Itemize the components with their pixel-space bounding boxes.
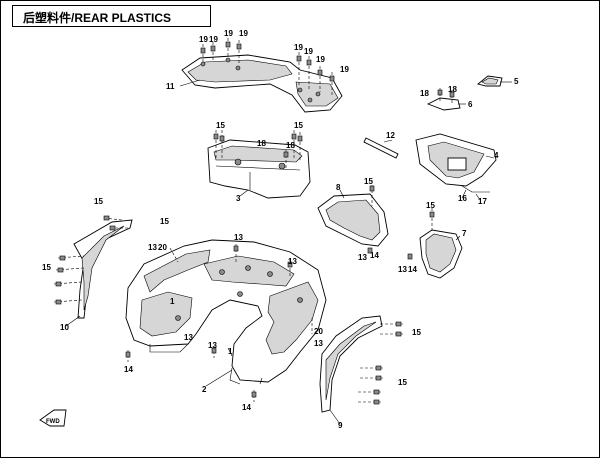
callout-19: 19: [304, 47, 313, 56]
callout-15: 15: [412, 328, 421, 337]
callout-15: 15: [364, 177, 373, 186]
callout-14: 14: [124, 365, 133, 374]
callout-19: 19: [199, 35, 208, 44]
callout-13: 13: [358, 253, 367, 262]
callout-9: 9: [338, 421, 343, 430]
callout-13: 13: [148, 243, 157, 252]
callout-20: 20: [314, 327, 323, 336]
callout-19: 19: [294, 43, 303, 52]
callout-13: 13: [314, 339, 323, 348]
callout-13: 13: [184, 333, 193, 342]
callout-16: 16: [458, 194, 467, 203]
page-title: 后塑料件/REAR PLASTICS: [23, 11, 172, 25]
callout-13: 13: [234, 233, 243, 242]
fasteners-15-left: [53, 215, 128, 305]
part-9-mudguard-strip-right: [319, 315, 383, 413]
callout-6: 6: [468, 100, 473, 109]
callout-18: 18: [257, 139, 266, 148]
callout-2: 2: [202, 385, 207, 394]
part-6-clip-bracket: [426, 88, 461, 111]
fasteners-19: [200, 38, 335, 96]
leader-lines: [65, 79, 512, 425]
callout-20: 20: [158, 243, 167, 252]
callout-19: 19: [316, 55, 325, 64]
callout-3: 3: [236, 194, 241, 203]
callout-13: 13: [398, 265, 407, 274]
part-7-side-cover-right: [419, 208, 463, 279]
fasteners-15-right: [358, 321, 404, 405]
part-12-rod: [363, 137, 399, 159]
callout-17: 17: [478, 197, 487, 206]
callout-15: 15: [294, 121, 303, 130]
callout-14: 14: [242, 403, 251, 412]
callout-18: 18: [420, 89, 429, 98]
callout-7: 7: [462, 229, 467, 238]
callout-8: 8: [336, 183, 341, 192]
callout-19: 19: [209, 35, 218, 44]
callout-1: 1: [228, 347, 233, 356]
callout-19: 19: [239, 29, 248, 38]
callout-14: 14: [370, 251, 379, 260]
callout-18: 18: [286, 141, 295, 150]
callout-19: 19: [340, 65, 349, 74]
callout-14: 14: [408, 265, 417, 274]
callout-19: 19: [224, 29, 233, 38]
callout-labels: 19 19 19 19 19 19 19 19 11 15 15 18 18 3…: [42, 29, 519, 430]
part-5-small-bracket: [477, 75, 503, 87]
callout-12: 12: [386, 131, 395, 140]
callout-15: 15: [160, 217, 169, 226]
callout-1: 1: [170, 297, 175, 306]
callout-11: 11: [166, 82, 175, 91]
callout-13: 13: [208, 341, 217, 350]
callout-15: 15: [94, 197, 103, 206]
part-1-rear-fender: [125, 239, 327, 385]
part-11-rear-rack-bracket: [181, 54, 343, 113]
callout-15: 15: [426, 201, 435, 210]
callout-15: 15: [42, 263, 51, 272]
fasteners-15-upper: [213, 130, 303, 168]
part-4-tail-panel: [415, 133, 497, 193]
fwd-label: FWD: [46, 419, 60, 425]
fasteners-13-14: [125, 244, 413, 402]
fwd-arrow-icon: FWD: [39, 409, 67, 427]
callout-15: 15: [398, 378, 407, 387]
title-box: 后塑料件/REAR PLASTICS: [12, 5, 211, 27]
callout-10: 10: [60, 323, 69, 332]
callout-13: 13: [288, 257, 297, 266]
callout-5: 5: [514, 77, 519, 86]
callout-18: 18: [448, 85, 457, 94]
part-8-side-cover-left: [317, 180, 389, 247]
callout-4: 4: [494, 151, 499, 160]
part-10-mudguard-strip: [73, 219, 133, 319]
callout-15: 15: [216, 121, 225, 130]
